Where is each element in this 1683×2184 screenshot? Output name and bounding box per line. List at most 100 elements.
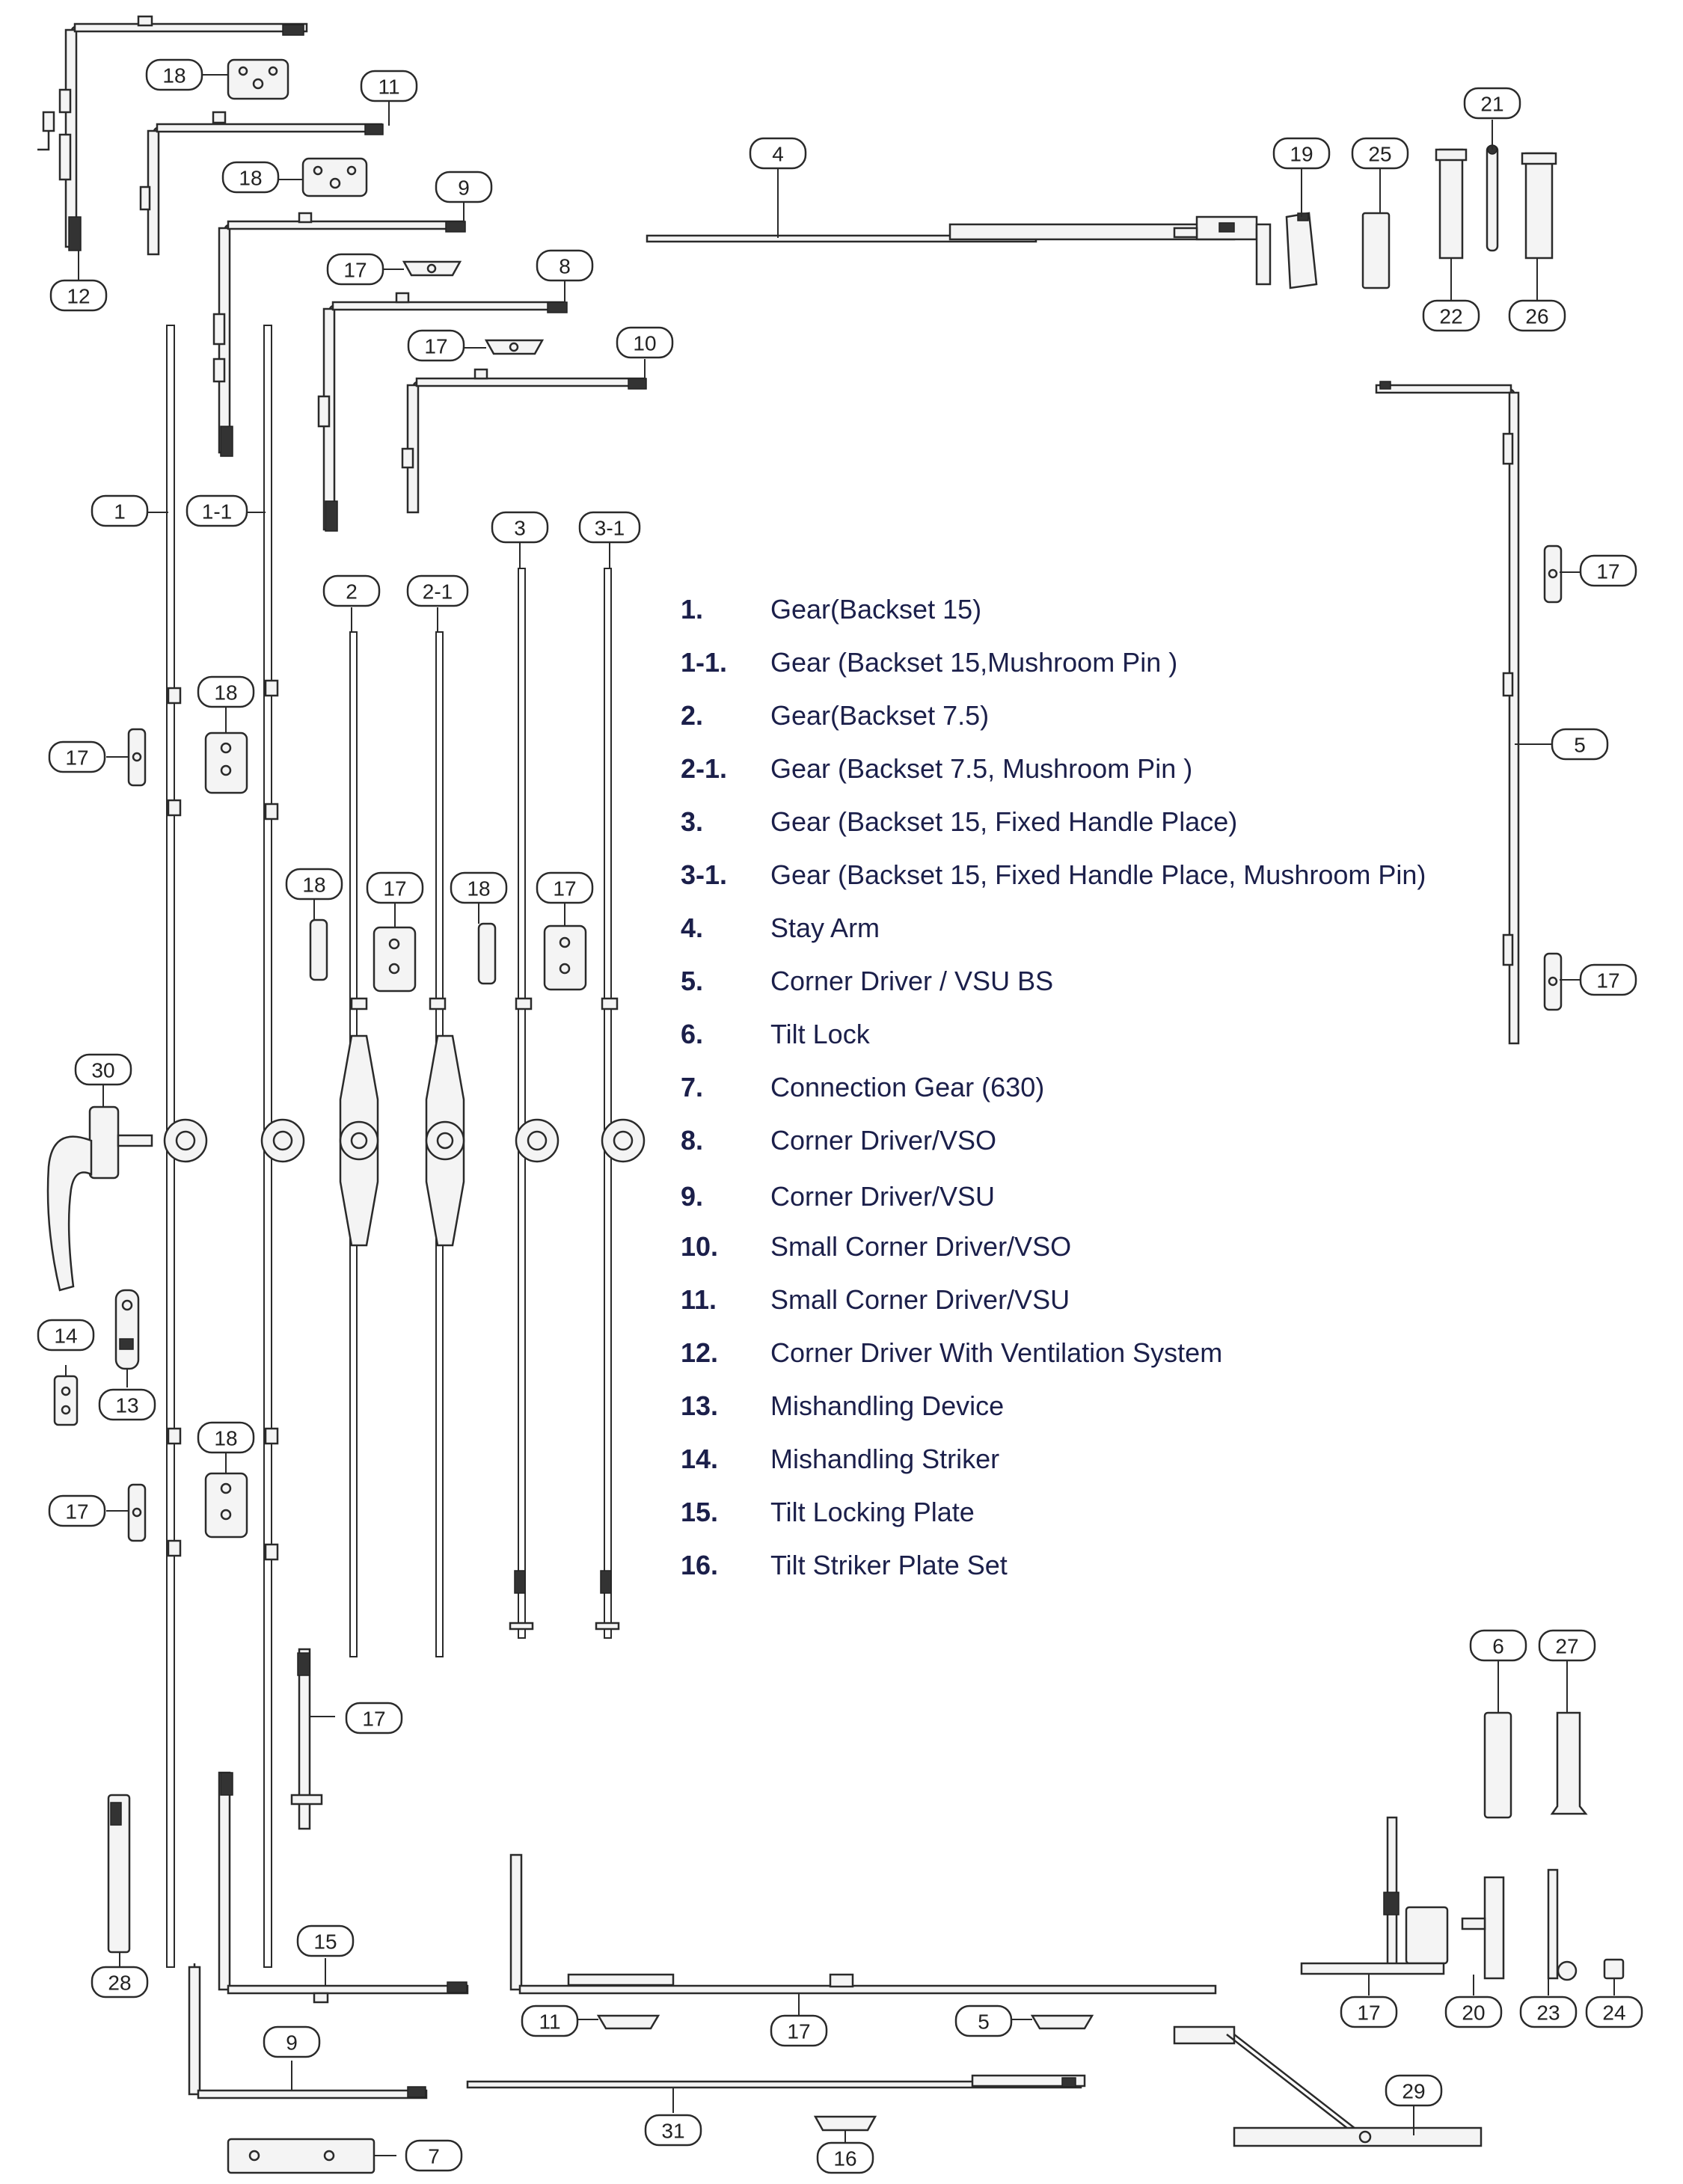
callout-label: 11 (539, 2010, 560, 2034)
callout-17: 17 (1579, 963, 1637, 996)
callout-label: 17 (65, 1500, 88, 1524)
striker-17-bottom-a (596, 2014, 660, 2030)
legend-label: Stay Arm (770, 912, 880, 943)
legend-row: 2.Gear(Backset 7.5) (681, 697, 989, 734)
corner-driver-9-top (212, 212, 466, 457)
callout-17: 17 (366, 871, 424, 904)
gear-3 (509, 568, 560, 1639)
tilt-locking-plate-15 (107, 1794, 131, 1954)
legend-row: 8.Corner Driver/VSO (681, 1122, 996, 1159)
callout-label: 18 (214, 1427, 237, 1450)
callout-frame (1538, 1629, 1596, 1662)
callout-frame (1508, 299, 1566, 332)
part-24 (1547, 1868, 1578, 1981)
part-22 (1435, 148, 1468, 260)
callout-frame (49, 279, 108, 312)
part-28 (1550, 1711, 1588, 1815)
callout-frame (770, 2014, 828, 2047)
callout-label: 17 (343, 259, 367, 282)
callout-label: 17 (1596, 560, 1619, 583)
callout-16: 16 (816, 2141, 874, 2174)
legend-label: Corner Driver/VSO (770, 1125, 997, 1156)
legend-number: 3. (681, 806, 704, 837)
callout-frame (1463, 87, 1521, 120)
legend-number: 6. (681, 1019, 704, 1049)
callout-27: 27 (1538, 1629, 1596, 1662)
striker-17-mid-a (309, 918, 328, 981)
striker-17-bottom-b (1030, 2014, 1094, 2030)
callout-frame (91, 494, 149, 527)
legend-label: Gear (Backset 15, Fixed Handle Place) (770, 806, 1238, 837)
callout-label: 2 (346, 580, 358, 604)
legend-number: 3-1. (681, 859, 728, 890)
callout-frame (749, 137, 807, 170)
legend-row: 16.Tilt Striker Plate Set (681, 1547, 1008, 1584)
legend-label: Gear (Backset 7.5, Mushroom Pin ) (770, 753, 1193, 784)
callout-label: 18 (239, 167, 262, 190)
callout-frame (197, 675, 255, 708)
legend-row: 12.Corner Driver With Ventilation System (681, 1334, 1222, 1372)
callout-label: 1 (114, 500, 126, 524)
legend-row: 1.Gear(Backset 15) (681, 591, 981, 628)
callout-frame (1585, 1996, 1643, 2028)
callout-frame (91, 1966, 149, 1999)
callout-label: 8 (559, 255, 571, 278)
callout-frame (98, 1388, 156, 1421)
legend-label: Connection Gear (630) (770, 1072, 1045, 1102)
callout-label: 6 (1492, 1635, 1504, 1658)
legend-label: Mishandling Device (770, 1390, 1005, 1421)
callout-2: 2 (322, 574, 381, 607)
callout-31: 31 (644, 2114, 702, 2147)
callout-label: 18 (302, 874, 325, 897)
mishandling-striker-14 (53, 1375, 79, 1426)
legend-row: 5.Corner Driver / VSU BS (681, 963, 1053, 1000)
callout-label: 12 (67, 285, 90, 308)
callout-10: 10 (616, 326, 674, 359)
callout-frame (221, 161, 280, 194)
legend-label: Tilt Locking Plate (770, 1497, 975, 1527)
legend-number: 13. (681, 1390, 719, 1421)
callout-18: 18 (285, 868, 343, 901)
callout-frame (1579, 963, 1637, 996)
callout-11: 11 (521, 2004, 579, 2037)
callout-frame (644, 2114, 702, 2147)
callout-label: 22 (1439, 305, 1462, 328)
callout-30: 30 (74, 1053, 132, 1086)
callout-15: 15 (296, 1924, 355, 1957)
tilt-striker-plate-set-16 (227, 2138, 375, 2174)
part-19 (1285, 212, 1318, 289)
legend-number: 2-1. (681, 753, 728, 784)
striker-17-right-b (1543, 952, 1563, 1011)
callout-label: 29 (1402, 2080, 1425, 2103)
legend-number: 16. (681, 1550, 719, 1580)
callout-frame (145, 58, 203, 91)
legend-row: 7. Connection Gear (630) (681, 1069, 1044, 1106)
legend-label: Gear (Backset 15, Fixed Handle Place, Mu… (770, 859, 1426, 890)
legend-number: 5. (681, 966, 704, 996)
callout-label: 25 (1368, 143, 1391, 166)
legend-row: 13. Mishandling Device (681, 1387, 1004, 1425)
callout-frame (450, 871, 508, 904)
callout-21: 21 (1463, 87, 1521, 120)
strike-plate-18-left-a (204, 731, 248, 794)
callout-18: 18 (145, 58, 203, 91)
callout-9: 9 (263, 2025, 321, 2058)
callout-label: 18 (214, 681, 237, 705)
callout-25: 25 (1351, 137, 1409, 170)
legend-number: 1. (681, 594, 704, 625)
legend-number: 7. (681, 1072, 704, 1102)
callout-3-1: 3-1 (578, 511, 641, 544)
callout-18: 18 (450, 871, 508, 904)
callout-label: 17 (424, 335, 447, 358)
callout-13: 13 (98, 1388, 156, 1421)
callout-label: 18 (467, 877, 490, 901)
callout-frame (616, 326, 674, 359)
callout-label: 17 (787, 2020, 810, 2043)
legend-row: 4.Stay Arm (681, 910, 880, 947)
callout-label: 20 (1462, 2002, 1485, 2025)
legend-label: Small Corner Driver/VSU (770, 1284, 1070, 1315)
legend-number: 11. (681, 1284, 717, 1315)
part-29 (1603, 1958, 1625, 1980)
callout-17: 17 (48, 740, 106, 773)
